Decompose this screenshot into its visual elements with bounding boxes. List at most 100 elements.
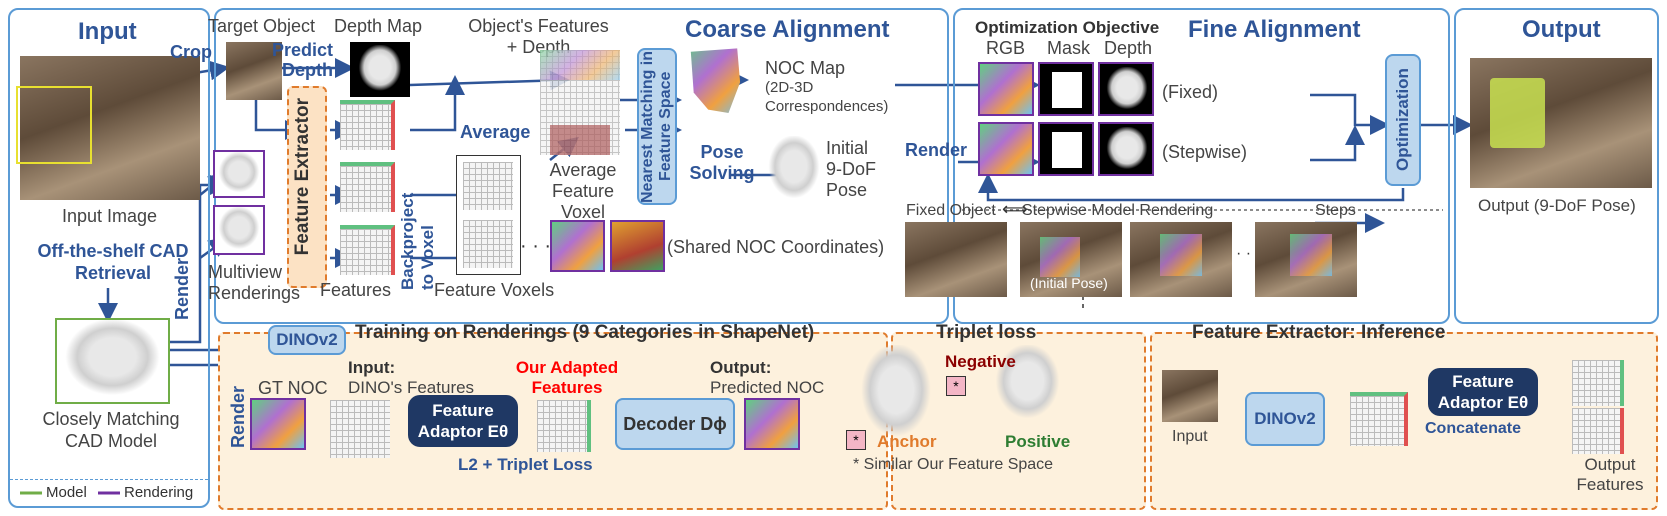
stepwise-rendering-label: Stepwise Model Rendering (1022, 202, 1214, 219)
feature-stack-1 (340, 162, 395, 212)
inference-input-image (1162, 370, 1218, 422)
input-image-label: Input Image (62, 206, 158, 226)
fine-ellipsis: · · · (1236, 245, 1261, 262)
dino-features-label: DINO's Features (348, 378, 475, 397)
predicted-noc-image (744, 398, 800, 450)
noc-ellipsis: · · · (520, 235, 552, 257)
output-features-label: Output Features (1576, 455, 1644, 494)
input-image (20, 56, 200, 200)
anchor-label: Anchor (877, 432, 937, 451)
target-object-image (226, 42, 282, 100)
rgb-label: RGB (986, 38, 1026, 58)
crop-label: Crop (170, 42, 212, 62)
fixed-mask (1038, 62, 1094, 116)
inference-title: Feature Extractor: Inference (1192, 322, 1446, 343)
decoder-box: Decoder Dϕ (615, 398, 735, 450)
fine-alignment-panel (953, 8, 1450, 324)
fine-step-image-2 (1130, 222, 1232, 297)
training-adaptor-box: Feature Adaptor Eθ (408, 395, 518, 447)
fine-step-image-3 (1255, 222, 1357, 297)
training-dinov2-box: DINOv2 (268, 325, 346, 355)
noc-map-label: NOC Map (765, 58, 846, 78)
training-output-label: Output: (710, 358, 772, 377)
negative-marker: * (946, 376, 966, 396)
depth-map-image (350, 42, 410, 97)
render-label-vertical: Render (172, 258, 192, 321)
noc-map-sub: (2D-3D Correspondences) (765, 79, 889, 115)
gt-noc-image (250, 398, 306, 450)
depth-map-label: Depth Map (334, 16, 423, 36)
depth-label: Depth (1104, 38, 1153, 58)
features-label: Features (320, 280, 392, 300)
fine-step-image-1 (1020, 222, 1122, 297)
stepwise-rgb (978, 122, 1034, 176)
pose-solving-label: Pose Solving (689, 142, 755, 183)
shared-noc-2 (610, 220, 665, 272)
feature-voxels-frame (456, 155, 521, 275)
triplet-title: Triplet loss (936, 322, 1037, 343)
dino-features-image (330, 400, 390, 458)
triplet-note: * Similar Our Feature Space (853, 456, 1054, 473)
input-title: Input (78, 18, 137, 45)
shared-noc-1 (550, 220, 605, 272)
target-object-label: Target Object (208, 16, 316, 36)
training-title: Training on Renderings (9 Categories in … (355, 322, 815, 343)
predicted-noc-label: Predicted NOC (710, 378, 825, 397)
fine-title: Fine Alignment (1188, 16, 1361, 43)
output-image (1470, 58, 1652, 188)
output-feature-stack-2 (1572, 408, 1624, 454)
fixed-object-label: Fixed Object (906, 202, 996, 219)
initial-pose-label: Initial 9-DoF Pose (826, 138, 877, 200)
gt-noc-label: GT NOC (258, 378, 328, 398)
legend-separator (10, 479, 208, 481)
anchor-marker: * (846, 430, 866, 450)
stepwise-label: (Stepwise) (1162, 142, 1248, 162)
output-feature-stack-1 (1572, 360, 1624, 406)
output-panel (1454, 8, 1659, 324)
multiview-rendering-2 (213, 205, 265, 255)
inference-input-label: Input (1172, 428, 1208, 445)
average-voxel-image (540, 50, 620, 155)
initial-pose-chair (764, 136, 824, 204)
concatenate-label: Concatenate (1425, 420, 1522, 437)
input-panel (8, 8, 210, 508)
anchor-chair (855, 345, 937, 445)
feature-extractor-label: Feature Extractor (292, 98, 313, 256)
cad-model-image (55, 318, 170, 404)
inference-dinov2-box: DINOv2 (1245, 392, 1325, 446)
adapted-features-image (537, 400, 591, 452)
stepwise-mask (1038, 122, 1094, 176)
output-caption: Output (9-DoF Pose) (1478, 196, 1636, 215)
optimization-box: Optimization (1385, 54, 1421, 186)
fixed-depth (1098, 62, 1154, 116)
objective-label: Optimization Objective (975, 18, 1160, 37)
positive-label: Positive (1005, 432, 1071, 451)
output-title: Output (1522, 16, 1601, 43)
multiview-label: Multiview Renderings (208, 262, 301, 303)
fine-render-label: Render (905, 140, 968, 160)
object-feature-stack (340, 100, 395, 150)
adapted-features-label: Our Adapted Features (515, 358, 619, 397)
shared-noc-label: (Shared NOC Coordinates) (667, 237, 885, 257)
average-label: Average (460, 122, 531, 142)
double-arrow-icon: ⟺ (1002, 199, 1028, 219)
cad-model-label: Closely Matching CAD Model (42, 409, 180, 451)
features-depth-arrow (409, 70, 570, 91)
feature-stack-2 (340, 225, 395, 275)
mask-label: Mask (1047, 38, 1091, 58)
fixed-rgb (978, 62, 1034, 116)
initial-pose-caption: (Initial Pose) (1030, 275, 1108, 291)
feature-extractor-box (287, 86, 327, 288)
positive-chair (990, 345, 1065, 425)
fixed-label: (Fixed) (1162, 82, 1219, 102)
feature-voxels-label: Feature Voxels (434, 280, 555, 300)
target-crop-box (16, 86, 92, 164)
negative-label: Negative (945, 352, 1016, 371)
target-to-extractor-arrow (254, 100, 305, 140)
nearest-matching-box: Nearest Matching in Feature Space (637, 48, 677, 205)
steps-label: Steps (1315, 202, 1356, 219)
average-voxel-label: Average Feature Voxel (549, 160, 617, 222)
training-render-label: Render (228, 386, 248, 449)
legend-rendering: Rendering (124, 484, 194, 501)
